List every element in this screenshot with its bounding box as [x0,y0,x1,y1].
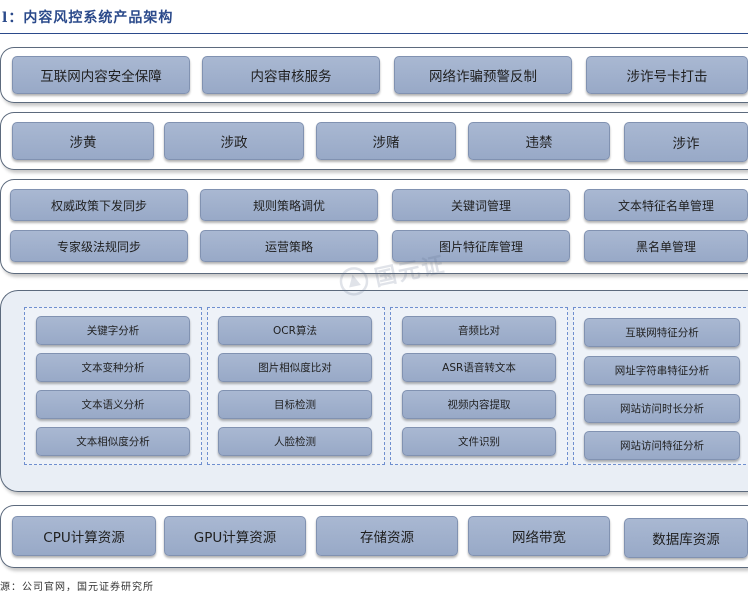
resource-bandwidth: 网络带宽 [468,516,610,556]
strategy-policy-sync: 权威政策下发同步 [10,189,188,221]
strategy-keyword-management: 关键词管理 [392,189,570,221]
title-divider [0,33,748,34]
strategy-rule-tuning: 规则策略调优 [200,189,378,221]
algo-object-detection: 目标检测 [218,390,372,419]
resource-storage: 存储资源 [316,516,458,556]
watermark: 国元证 [335,240,461,304]
resource-database: 数据库资源 [624,518,748,558]
algo-url-string-analysis: 网址字符串特征分析 [584,356,740,385]
algo-face-detection: 人脸检测 [218,427,372,456]
algo-internet-feature-analysis: 互联网特征分析 [584,318,740,347]
category-politics: 涉政 [164,122,304,160]
strategy-text-feature-list: 文本特征名单管理 [584,189,748,221]
algo-text-variant-analysis: 文本变种分析 [36,353,190,382]
page-title: l：内容风控系统产品架构 [2,10,174,26]
service-internet-content-security: 互联网内容安全保障 [12,56,190,94]
algo-file-recognition: 文件识别 [402,427,556,456]
service-fraud-warning: 网络诈骗预警反制 [394,56,572,94]
algo-keyword-analysis: 关键字分析 [36,316,190,345]
algo-video-extraction: 视频内容提取 [402,390,556,419]
algo-ocr: OCR算法 [218,316,372,345]
resource-gpu: GPU计算资源 [164,516,306,556]
algo-asr: ASR语音转文本 [402,353,556,382]
strategy-expert-regulation-sync: 专家级法规同步 [10,230,188,262]
category-prohibited: 违禁 [468,122,610,160]
service-fraud-card-crackdown: 涉诈号卡打击 [586,56,748,94]
category-fraud: 涉诈 [624,122,748,162]
algo-site-visit-feature: 网站访问特征分析 [584,431,740,460]
algo-image-similarity: 图片相似度比对 [218,353,372,382]
strategy-operations: 运营策略 [200,230,378,262]
strategy-blacklist-management: 黑名单管理 [584,230,748,262]
service-content-moderation: 内容审核服务 [202,56,380,94]
resource-cpu: CPU计算资源 [12,516,156,556]
watermark-logo-icon [339,267,369,296]
algo-text-similarity-analysis: 文本相似度分析 [36,427,190,456]
algo-site-visit-duration: 网站访问时长分析 [584,394,740,423]
strategy-image-feature-library: 图片特征库管理 [392,230,570,262]
category-gambling: 涉赌 [316,122,456,160]
algo-audio-comparison: 音频比对 [402,316,556,345]
source-note: 源：公司官网，国元证券研究所 [0,582,154,593]
algo-text-semantic-analysis: 文本语义分析 [36,390,190,419]
category-pornography: 涉黄 [12,122,154,160]
